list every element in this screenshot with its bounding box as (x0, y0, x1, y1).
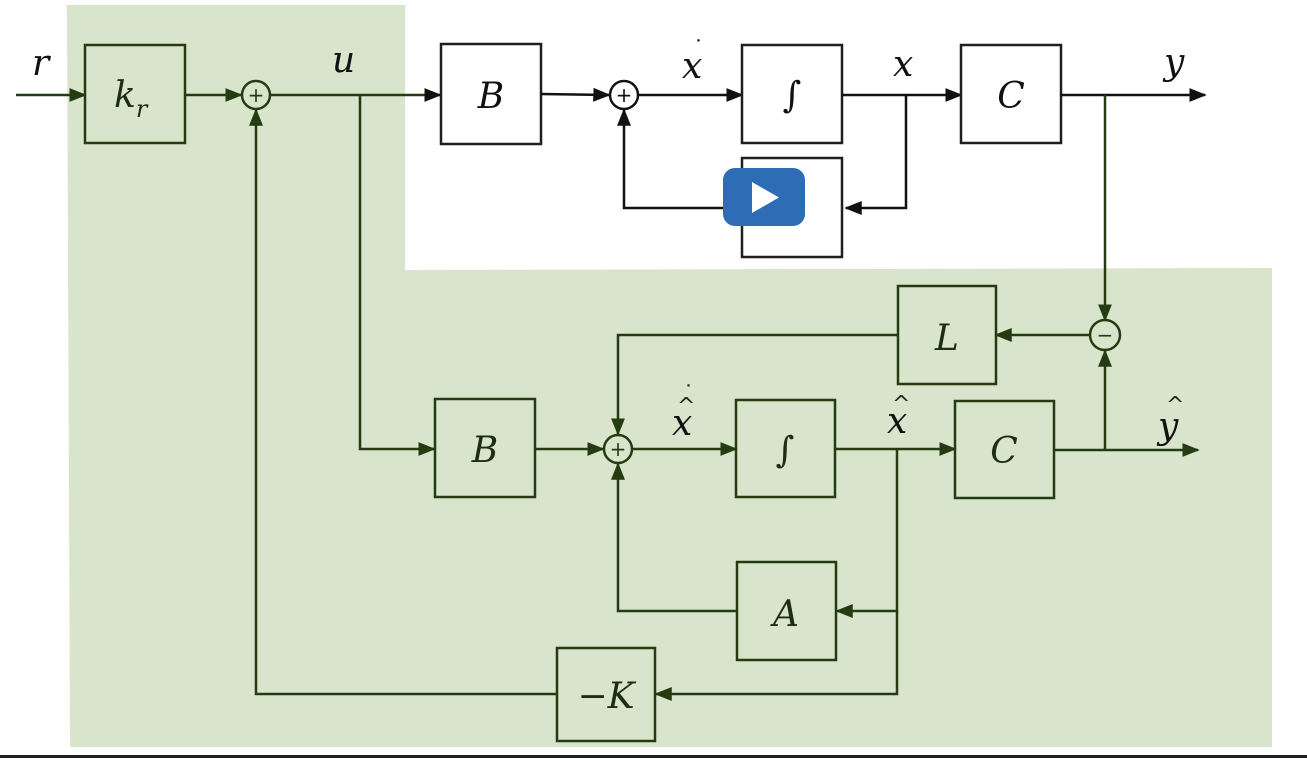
signal-label-y-hat: y ^ (1156, 393, 1184, 447)
plant-c-label: C (997, 76, 1025, 117)
svg-text:−: − (1097, 323, 1114, 347)
observer-a-label: A (770, 594, 799, 635)
wire-neg-k-to-input-sum (249, 108, 557, 696)
wire-plant-a-to-sum (617, 108, 742, 210)
bottom-border (0, 755, 1307, 758)
svg-text:x: x (672, 403, 692, 444)
svg-text:^: ^ (1166, 393, 1184, 418)
signal-label-x-dot: x ˙ (682, 37, 704, 87)
observer-b-label: B (471, 430, 498, 471)
signal-label-x-hat-dot: x ^ ˙ (672, 382, 695, 444)
signal-label-r: r (32, 43, 51, 84)
plant-integrator-label: ∫ (783, 75, 802, 116)
summing-junction-plant: + (608, 79, 640, 111)
svg-text:+: + (610, 437, 627, 461)
plant-c-block (959, 43, 1063, 145)
signal-label-x: x (893, 44, 913, 85)
svg-text:x: x (682, 46, 702, 87)
wire-observer-a-to-sum (611, 462, 737, 613)
signal-label-x-hat: x ^ (887, 392, 910, 442)
l-gain-label: L (934, 318, 959, 359)
wire-xhat-to-neg-k (654, 611, 899, 701)
plant-b-label: B (477, 76, 504, 117)
observer-c-label: C (990, 431, 1018, 472)
neg-k-label: −K (577, 676, 636, 717)
plant-integrator-block (740, 43, 844, 145)
wire-plant-b-to-sum (540, 87, 611, 102)
svg-text:˙: ˙ (693, 37, 704, 62)
wire-l-to-observer-sum (611, 333, 898, 436)
play-icon (752, 182, 779, 213)
svg-text:^: ^ (892, 392, 910, 417)
svg-text:+: + (248, 83, 265, 107)
signal-label-y: y (1162, 42, 1185, 83)
wire-x-feedback (844, 95, 908, 215)
svg-text:+: + (616, 83, 633, 107)
svg-text:˙: ˙ (683, 382, 694, 407)
kr-block-label: kr (114, 75, 149, 123)
controller-observer-region (67, 5, 1272, 747)
svg-text:x: x (887, 401, 907, 442)
wire-u-to-observer-b (358, 95, 436, 456)
plant-b-block (439, 42, 543, 146)
video-play-button[interactable] (723, 168, 805, 226)
observer-integrator-label: ∫ (776, 430, 795, 471)
signal-label-u: u (332, 40, 355, 81)
svg-text:y: y (1156, 406, 1179, 447)
svg-text:^: ^ (677, 394, 695, 419)
